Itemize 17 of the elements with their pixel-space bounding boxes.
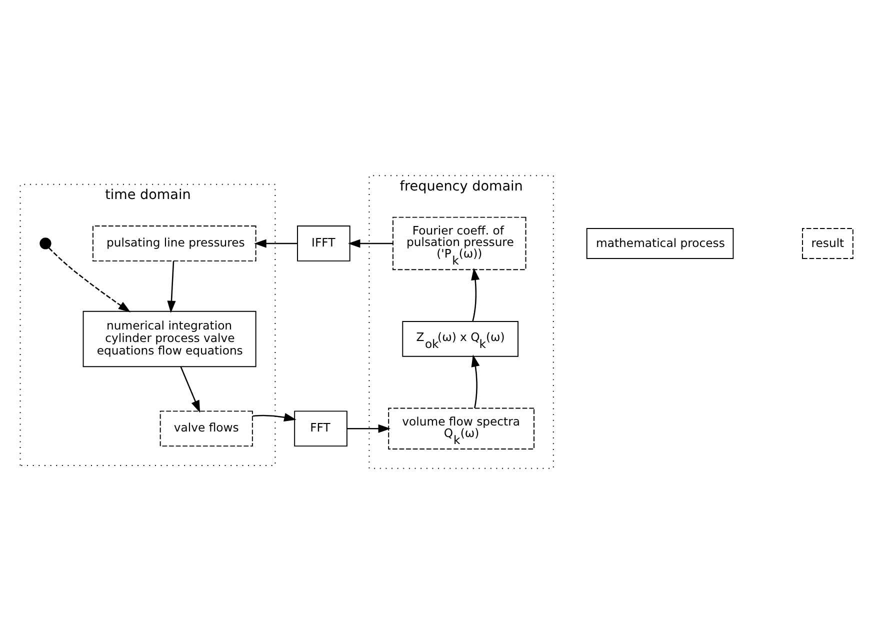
arrow: [252, 413, 296, 422]
node-circle: [40, 238, 52, 250]
arrow: [348, 239, 393, 248]
arrow: [48, 247, 131, 312]
node-box: numerical integration cylinder process valve equations flow equations: [82, 310, 256, 368]
arrow: [180, 366, 200, 413]
arrow: [167, 261, 176, 314]
node-box: valve flows: [160, 410, 253, 447]
arrow: [254, 239, 298, 248]
arrow: [347, 424, 390, 433]
node-box: IFFT: [297, 226, 350, 262]
node-box: pulsating line pressures: [92, 226, 256, 262]
arrow: [471, 354, 480, 408]
legend-label: mathematical process: [596, 236, 725, 250]
arrow: [471, 268, 480, 322]
node-box: FFT: [294, 410, 348, 447]
legend-label: result: [811, 236, 844, 250]
